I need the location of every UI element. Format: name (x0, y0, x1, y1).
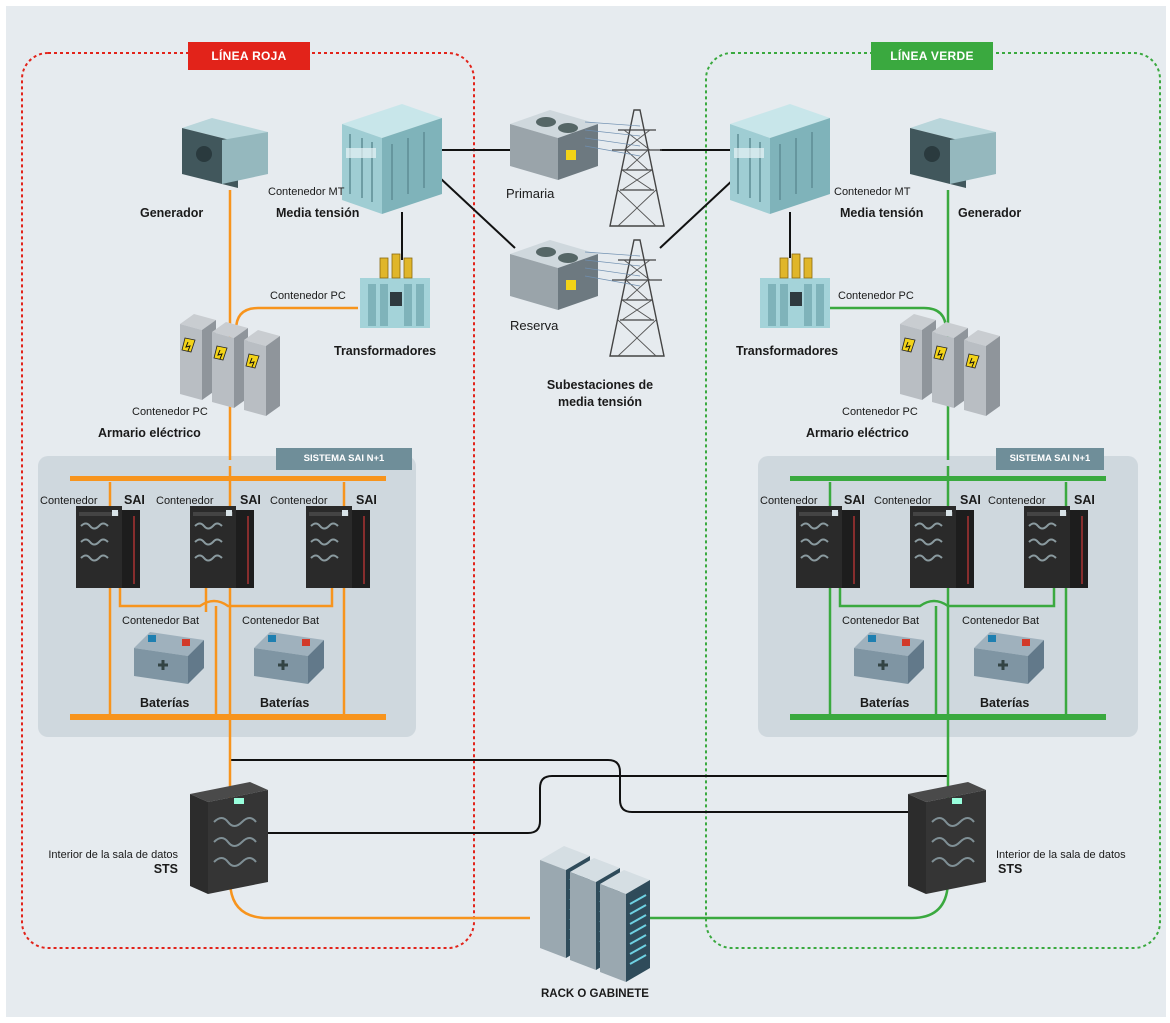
red-battery-1 (132, 630, 206, 686)
reserve-substation-label: Reserva (510, 318, 559, 333)
red-cabinet-container: Contenedor PC (132, 406, 208, 418)
green-sai-system-title: SISTEMA SAI N+1 (996, 448, 1104, 470)
green-cabinet-label: Armario eléctrico (806, 426, 909, 440)
red-generator-image (182, 118, 268, 188)
red-ups-3-label: SAI (356, 493, 377, 507)
red-generator-label: Generador (140, 206, 204, 220)
green-ups-unit-1 (795, 505, 861, 589)
green-ups-2-container: Contenedor (874, 495, 932, 507)
red-transformer-container: Contenedor PC (270, 290, 346, 302)
green-battery-2-label: Baterías (980, 696, 1030, 710)
green-sts-label: STS (998, 862, 1023, 876)
green-ups-unit-3 (1023, 505, 1089, 589)
green-sts-image (907, 781, 987, 895)
red-busbar-top (70, 476, 386, 481)
green-battery-1 (852, 630, 926, 686)
green-ups-3-container: Contenedor (988, 495, 1046, 507)
green-mt-label: Media tensión (840, 206, 924, 220)
green-generator-image (910, 118, 996, 188)
red-transformer-label: Transformadores (334, 344, 437, 358)
red-mt-label: Media tensión (276, 206, 360, 220)
green-mt-switchgear-image (729, 103, 831, 215)
red-line-title: LÍNEA ROJA (188, 42, 310, 70)
red-sts-image (189, 781, 269, 895)
red-ups-3-container: Contenedor (270, 495, 328, 507)
red-battery-2-label: Baterías (260, 696, 310, 710)
green-battery-2 (972, 630, 1046, 686)
red-sts-label: STS (153, 862, 178, 876)
substation-cables (584, 121, 641, 287)
red-ups-unit-2 (189, 505, 255, 589)
green-ups-3-label: SAI (1074, 493, 1095, 507)
green-transformer-container: Contenedor PC (838, 290, 914, 302)
green-sts-location: Interior de la sala de datos (996, 849, 1126, 861)
red-sai-system-title: SISTEMA SAI N+1 (276, 448, 412, 470)
red-sts-location: Interior de la sala de datos (48, 849, 178, 861)
green-cabinet-container: Contenedor PC (842, 406, 918, 418)
primary-substation-label: Primaria (506, 186, 555, 201)
green-mt-container: Contenedor MT (834, 186, 911, 198)
red-ups-1-label: SAI (124, 493, 145, 507)
red-ups-2-label: SAI (240, 493, 261, 507)
red-battery-1-container: Contenedor Bat (122, 615, 200, 627)
green-ups-1-container: Contenedor (760, 495, 818, 507)
red-ups-2-container: Contenedor (156, 495, 214, 507)
green-battery-1-container: Contenedor Bat (842, 615, 920, 627)
red-ups-unit-1 (75, 505, 141, 589)
substations-label-line2: media tensión (557, 395, 643, 409)
green-line-title: LÍNEA VERDE (871, 42, 993, 70)
green-ups-2-label: SAI (960, 493, 981, 507)
red-ups-1-container: Contenedor (40, 495, 98, 507)
green-battery-1-label: Baterías (860, 696, 910, 710)
red-battery-2 (252, 630, 326, 686)
green-busbar-bottom (790, 714, 1106, 720)
primary-substation-image (510, 110, 598, 180)
red-busbar-bottom (70, 714, 386, 720)
hv-wires (230, 149, 948, 834)
green-ups-unit-2 (909, 505, 975, 589)
red-ups-unit-3 (305, 505, 371, 589)
red-mt-switchgear-image (341, 103, 443, 215)
green-busbar-top (790, 476, 1106, 481)
red-battery-1-label: Baterías (140, 696, 190, 710)
reserve-substation-image (510, 240, 598, 310)
green-battery-2-container: Contenedor Bat (962, 615, 1040, 627)
red-battery-2-container: Contenedor Bat (242, 615, 320, 627)
red-cabinet-label: Armario eléctrico (98, 426, 201, 440)
green-ups-1-label: SAI (844, 493, 865, 507)
green-transformer-label: Transformadores (736, 344, 839, 358)
red-mt-container: Contenedor MT (268, 186, 345, 198)
substations-label-line1: Subestaciones de (546, 378, 654, 392)
green-generator-label: Generador (958, 206, 1022, 220)
rack-label: RACK O GABINETE (541, 988, 649, 1000)
